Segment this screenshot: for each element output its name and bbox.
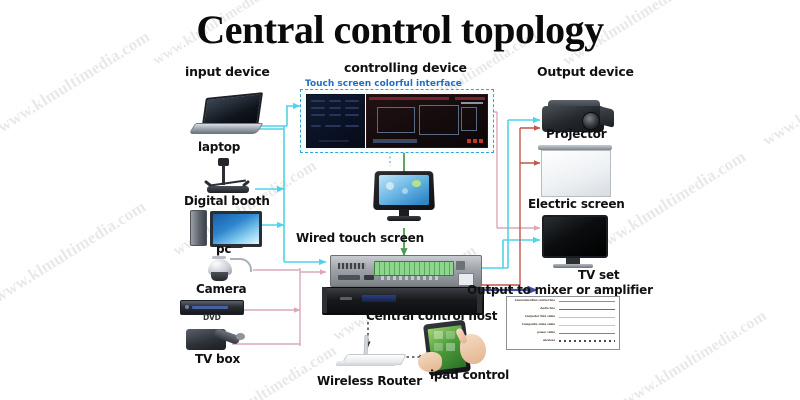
device-label-tv-set: TV set bbox=[578, 268, 620, 282]
device-tv-set bbox=[540, 215, 612, 273]
controlling-device-subheading: Touch screen colorful interface bbox=[305, 79, 462, 89]
device-laptop bbox=[188, 92, 270, 137]
legend-label: Communication control line bbox=[514, 299, 555, 302]
legend-row: Audio line bbox=[509, 307, 617, 311]
page-title: Central control topology bbox=[196, 7, 604, 52]
legend-row: wireless bbox=[509, 339, 617, 343]
watermark: www.klmultimedia.com bbox=[760, 47, 800, 150]
legend-label: Composite video cable bbox=[521, 323, 555, 326]
device-projector bbox=[538, 100, 620, 136]
legend-swatch bbox=[559, 340, 615, 343]
legend-swatch bbox=[559, 324, 615, 326]
control-ui-screenshot-right bbox=[366, 94, 488, 148]
device-label-central-control-host: Central control host bbox=[366, 309, 498, 323]
device-dvd bbox=[180, 298, 250, 316]
device-pc bbox=[190, 208, 270, 248]
legend-swatch bbox=[559, 308, 615, 311]
watermark: www.klmultimedia.com bbox=[620, 307, 770, 400]
legend-row: Communication control line bbox=[509, 299, 617, 303]
watermark: www.klmultimedia.com bbox=[0, 196, 150, 307]
device-label-ipad-control: ipad control bbox=[430, 368, 510, 382]
device-label-pc: pc bbox=[216, 242, 232, 256]
device-label-dvd: DVD bbox=[203, 313, 221, 322]
device-label-digital-booth: Digital booth bbox=[184, 194, 270, 208]
device-label-laptop: laptop bbox=[198, 140, 241, 154]
control-ui-screenshot-left bbox=[306, 94, 365, 148]
device-ipad-control bbox=[418, 319, 490, 378]
legend-swatch bbox=[559, 316, 615, 318]
legend-label: Computer VGA cable bbox=[524, 315, 555, 318]
device-electric-screen bbox=[536, 145, 616, 203]
device-label-camera: Camera bbox=[196, 282, 247, 296]
device-digital-booth bbox=[196, 158, 260, 196]
device-label-wireless-router: Wireless Router bbox=[317, 374, 422, 388]
legend-label: Audio line bbox=[540, 307, 555, 310]
device-central-control-host bbox=[322, 255, 492, 315]
legend-box: Communication control line Audio line Co… bbox=[506, 296, 620, 350]
legend-row: Composite video cable bbox=[509, 323, 617, 327]
legend-row: power cable bbox=[509, 331, 617, 335]
device-wireless-router bbox=[330, 334, 407, 369]
legend-label: wireless bbox=[542, 339, 555, 342]
device-camera bbox=[206, 256, 256, 286]
input-device-heading: input device bbox=[185, 64, 270, 79]
device-label-tv-box: TV box bbox=[195, 352, 241, 366]
legend-row: Computer VGA cable bbox=[509, 315, 617, 319]
legend-label: power cable bbox=[537, 331, 555, 334]
device-tv-box bbox=[186, 327, 248, 355]
device-label-electric-screen: Electric screen bbox=[528, 197, 625, 211]
amplifier-output-label: Output to mixer or amplifier bbox=[467, 283, 653, 297]
device-label-projector: Projector bbox=[546, 127, 607, 141]
legend-swatch bbox=[559, 332, 615, 334]
device-wired-touch-screen bbox=[372, 170, 438, 228]
controlling-device-heading: controlling device bbox=[344, 60, 467, 75]
device-label-wired-touch-screen: Wired touch screen bbox=[296, 231, 424, 245]
hand-icon bbox=[418, 352, 442, 372]
output-device-heading: Output device bbox=[537, 64, 634, 79]
legend-swatch bbox=[559, 300, 615, 302]
